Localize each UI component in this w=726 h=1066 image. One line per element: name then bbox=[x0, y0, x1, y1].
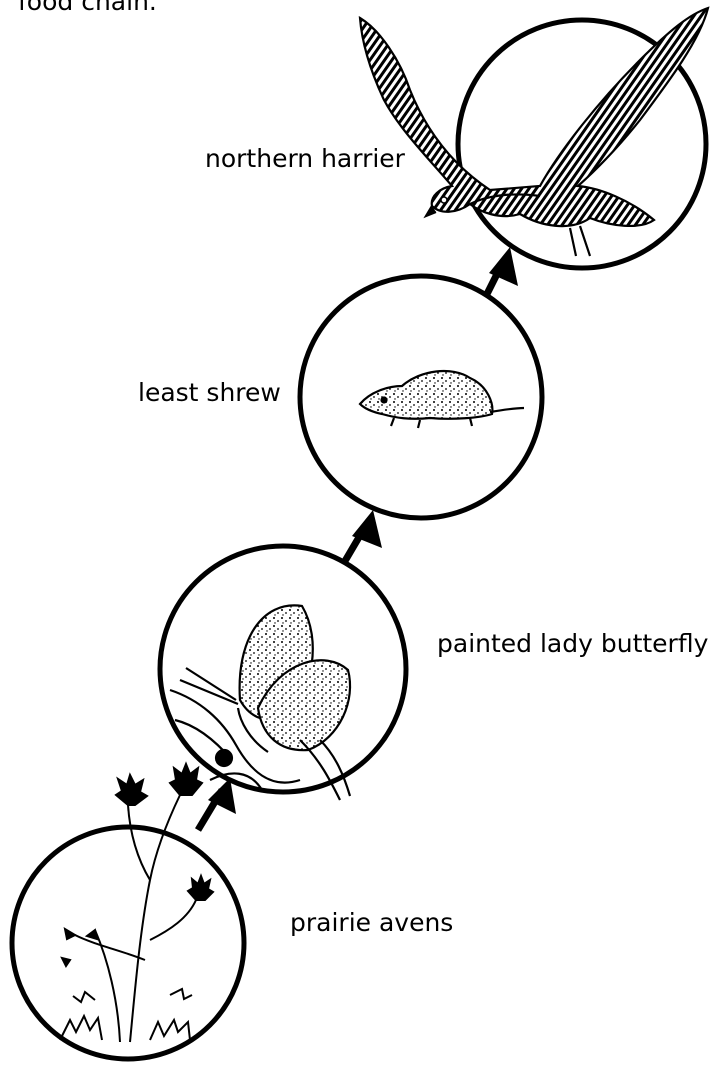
label-prairie-avens: prairie avens bbox=[290, 908, 453, 937]
circle-prairie-avens bbox=[12, 827, 244, 1059]
label-northern-harrier: northern harrier bbox=[205, 144, 406, 173]
label-least-shrew: least shrew bbox=[138, 378, 281, 407]
arrow-avens-to-butterfly bbox=[198, 778, 236, 830]
arrow-butterfly-to-shrew bbox=[345, 510, 382, 561]
label-painted-lady-butterfly: painted lady butterfly bbox=[437, 629, 709, 658]
arrow-shrew-to-harrier bbox=[486, 247, 518, 296]
